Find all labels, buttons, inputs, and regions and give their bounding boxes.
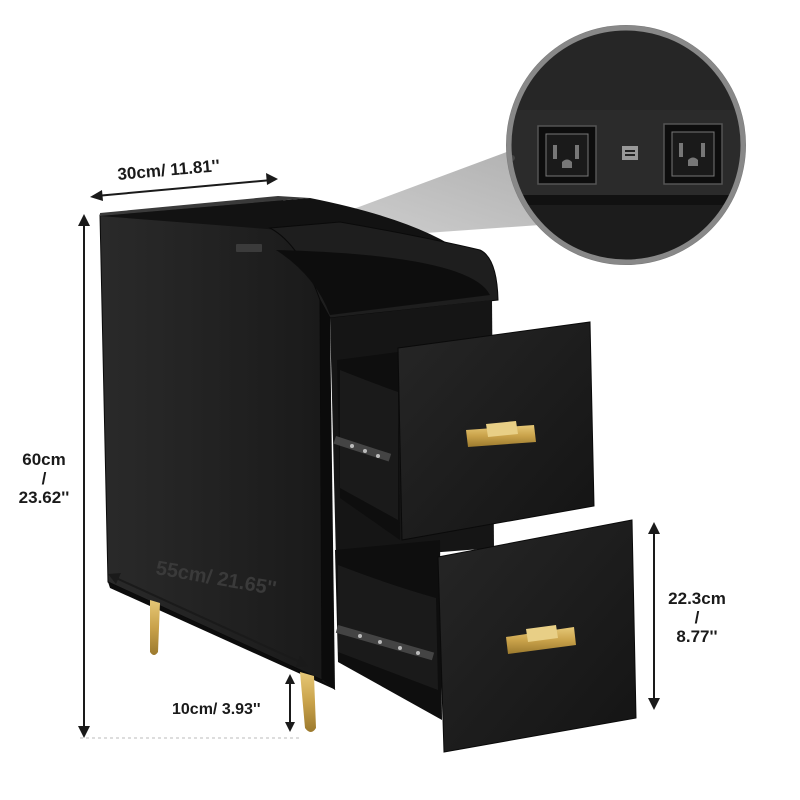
upper-drawer[interactable] xyxy=(333,321,595,541)
power-outlet-icon xyxy=(663,123,723,185)
height-label-cm: 60cm xyxy=(22,450,65,469)
drawer-height-label-in: 8.77'' xyxy=(676,627,717,646)
leg-front xyxy=(300,672,316,732)
legs xyxy=(150,600,316,732)
height-label-in: 23.62'' xyxy=(19,488,70,507)
cabinet-top xyxy=(100,196,310,216)
cabinet-front-edge xyxy=(320,300,335,690)
height-label-sep: / xyxy=(42,469,47,488)
dimension-lines xyxy=(78,173,660,738)
leg-height-label: 10cm/ 3.93'' xyxy=(172,701,261,718)
cabinet-side-panel xyxy=(99,197,323,681)
drawer-height-label-cm: 22.3cm xyxy=(668,589,726,608)
usb-port-icon xyxy=(622,146,638,160)
lower-drawer-rail xyxy=(335,625,435,661)
zoom-detail xyxy=(506,25,746,265)
lower-drawer[interactable] xyxy=(335,519,637,753)
drawer-height-label-sep: / xyxy=(695,608,700,627)
top-socket-strip xyxy=(236,244,262,252)
leg-back xyxy=(150,600,160,655)
cabinet-base xyxy=(108,582,336,690)
power-outlet-icon xyxy=(537,125,597,185)
upper-drawer-handle[interactable] xyxy=(466,421,536,447)
lower-drawer-handle[interactable] xyxy=(506,625,576,654)
depth-label: 30cm/ 11.81'' xyxy=(117,156,221,184)
